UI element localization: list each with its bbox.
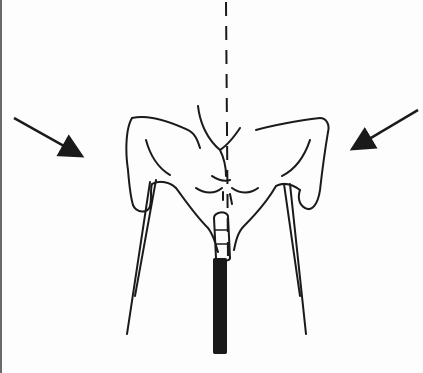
- right-arrow-icon: [354, 110, 418, 148]
- center-stem: [213, 212, 230, 354]
- left-grip-poles: [127, 180, 156, 334]
- left-arrow-icon: [14, 118, 80, 155]
